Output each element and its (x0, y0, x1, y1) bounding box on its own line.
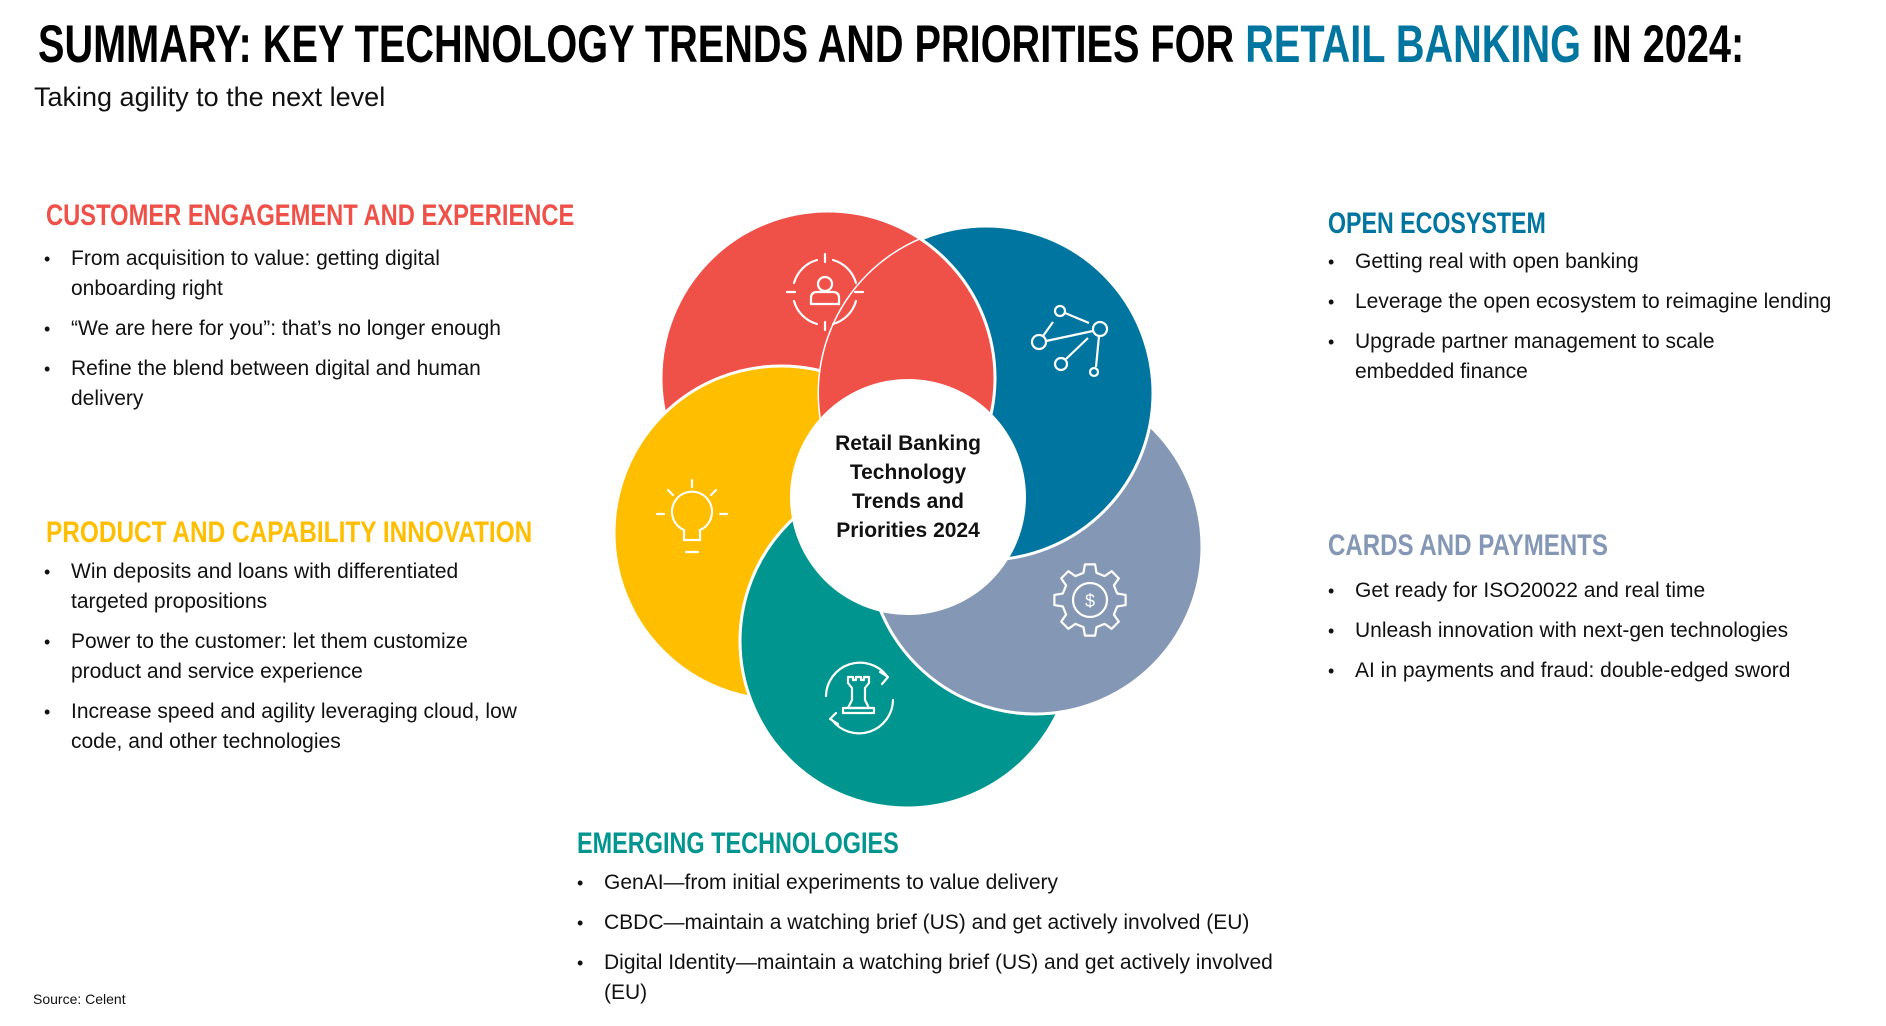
center-line-4: Priorities 2024 (836, 519, 980, 542)
list-item: Unleash innovation with next-gen technol… (1328, 616, 1886, 646)
list-item: From acquisition to value: getting digit… (44, 244, 491, 304)
network-icon (1030, 304, 1109, 378)
list-item: Upgrade partner management to scale embe… (1328, 327, 1775, 387)
center-line-1: Retail Banking (835, 432, 981, 455)
emerging-technologies-heading: EMERGING TECHNOLOGIES (577, 827, 899, 860)
center-line-3: Trends and (852, 490, 964, 513)
cards-payments-heading: CARDS AND PAYMENTS (1328, 529, 1608, 562)
list-item: Increase speed and agility leveraging cl… (44, 697, 541, 757)
cards-payments-bullets: Get ready for ISO20022 and real time Unl… (1328, 576, 1886, 696)
list-item: Getting real with open banking (1328, 247, 1886, 277)
customer-engagement-heading: CUSTOMER ENGAGEMENT AND EXPERIENCE (46, 199, 575, 232)
list-item: GenAI—from initial experiments to value … (577, 868, 1317, 898)
list-item: CBDC—maintain a watching brief (US) and … (577, 908, 1317, 938)
list-item: Digital Identity—maintain a watching bri… (577, 948, 1284, 1008)
page-title: SUMMARY: KEY TECHNOLOGY TRENDS AND PRIOR… (38, 18, 1744, 71)
center-circle (790, 379, 1026, 615)
list-item: Leverage the open ecosystem to reimagine… (1328, 287, 1886, 317)
title-accent: RETAIL BANKING (1245, 15, 1581, 74)
source-note: Source: Celent (33, 991, 126, 1007)
list-item: Power to the customer: let them customiz… (44, 627, 521, 687)
title-suffix: IN 2024: (1580, 15, 1745, 74)
lightbulb-icon (655, 478, 729, 554)
rook-cycle-icon (824, 661, 895, 735)
gear-dollar-icon: $ (1053, 563, 1127, 637)
open-ecosystem-bullets: Getting real with open banking Leverage … (1328, 247, 1886, 397)
open-ecosystem-heading: OPEN ECOSYSTEM (1328, 207, 1546, 240)
list-item: Get ready for ISO20022 and real time (1328, 576, 1886, 606)
target-user-icon (785, 252, 865, 332)
list-item: “We are here for you”: that’s no longer … (44, 314, 524, 344)
customer-engagement-bullets: From acquisition to value: getting digit… (44, 244, 524, 424)
list-item: AI in payments and fraud: double-edged s… (1328, 656, 1886, 686)
list-item: Win deposits and loans with differentiat… (44, 557, 521, 617)
title-prefix: SUMMARY: KEY TECHNOLOGY TRENDS AND PRIOR… (38, 15, 1246, 74)
product-innovation-bullets: Win deposits and loans with differentiat… (44, 557, 524, 767)
list-item: Refine the blend between digital and hum… (44, 354, 491, 414)
product-innovation-heading: PRODUCT AND CAPABILITY INNOVATION (46, 516, 533, 549)
svg-text:$: $ (1085, 591, 1095, 611)
page-subtitle: Taking agility to the next level (34, 82, 386, 112)
emerging-technologies-bullets: GenAI—from initial experiments to value … (577, 868, 1317, 1018)
center-line-2: Technology (850, 461, 967, 484)
